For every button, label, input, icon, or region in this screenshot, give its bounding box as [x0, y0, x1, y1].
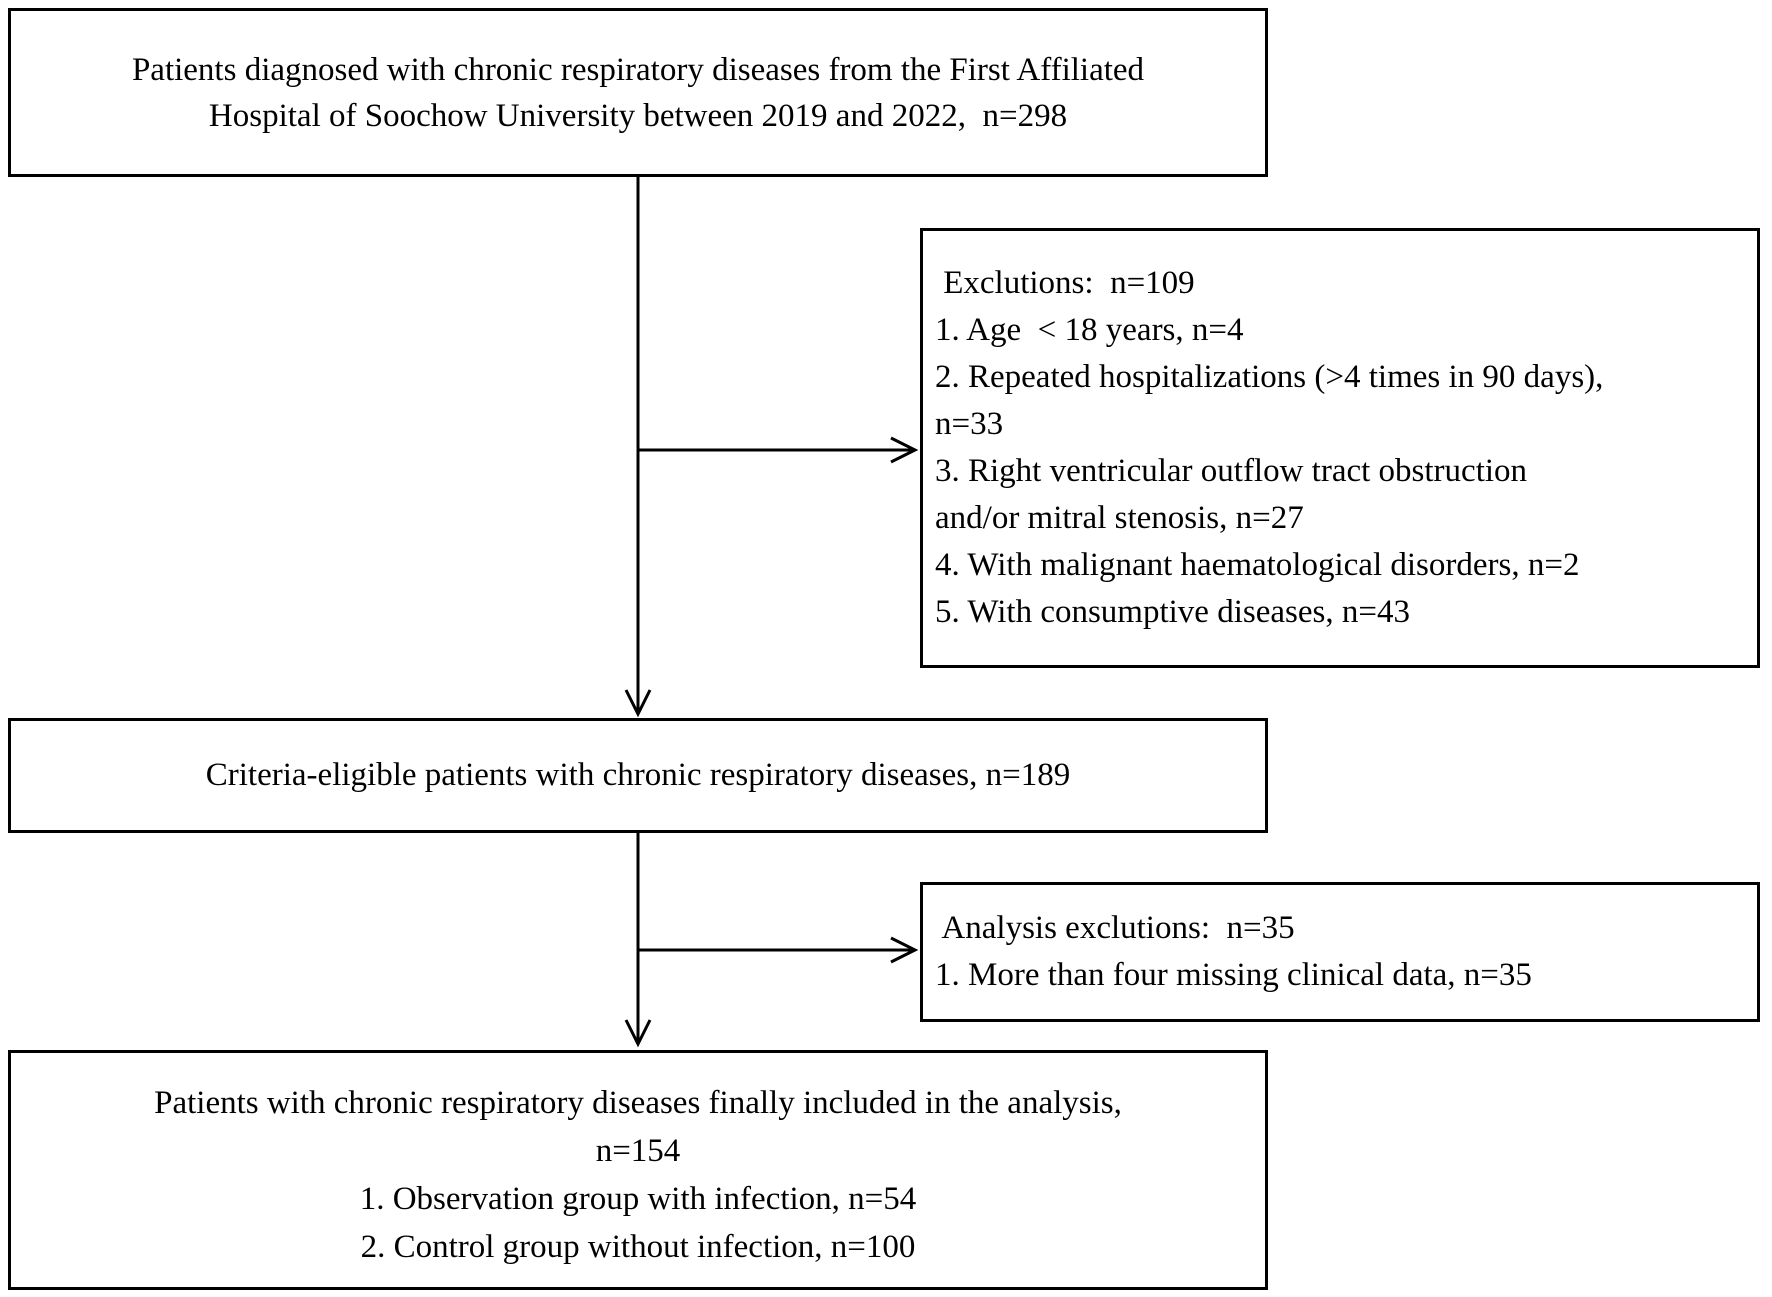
exclusions-item: 5. With consumptive diseases, n=43 — [935, 594, 1410, 630]
analysis-exclusions-item: 1. More than four missing clinical data,… — [935, 957, 1532, 993]
enrollment-box: Patients diagnosed with chronic respirat… — [8, 8, 1268, 177]
exclusions-item-continuation: and/or mitral stenosis, n=27 — [935, 500, 1304, 536]
final-inclusion-box: Patients with chronic respiratory diseas… — [8, 1050, 1268, 1290]
final-line: n=154 — [595, 1133, 681, 1169]
eligible-line: Criteria-eligible patients with chronic … — [205, 757, 1071, 793]
enrollment-line: Patients diagnosed with chronic respirat… — [131, 51, 1145, 88]
final-group-item: 1. Observation group with infection, n=5… — [359, 1181, 917, 1217]
analysis-exclusions-box: Analysis exclutions: n=35 1. More than f… — [920, 882, 1760, 1022]
exclusions-title: Exclutions: n=109 — [935, 265, 1195, 301]
exclusions-item-continuation: n=33 — [935, 406, 1004, 442]
final-line: Patients with chronic respiratory diseas… — [154, 1085, 1122, 1121]
arrow-down-enrollment-to-eligible-icon — [624, 177, 652, 718]
eligible-box: Criteria-eligible patients with chronic … — [8, 718, 1268, 833]
arrow-right-to-exclusions-icon — [638, 436, 919, 464]
exclusions-item: 3. Right ventricular outflow tract obstr… — [935, 453, 1528, 489]
analysis-exclusions-title: Analysis exclutions: n=35 — [935, 910, 1295, 946]
arrow-down-eligible-to-final-icon — [624, 833, 652, 1048]
exclusions-item: 4. With malignant haematological disorde… — [935, 547, 1580, 583]
exclusions-item: 2. Repeated hospitalizations (>4 times i… — [935, 359, 1604, 395]
final-group-item: 2. Control group without infection, n=10… — [360, 1229, 916, 1265]
exclusions-box: Exclutions: n=109 1. Age < 18 years, n=4… — [920, 228, 1760, 668]
arrow-right-to-analysis-exclusions-icon — [638, 936, 919, 964]
exclusions-item: 1. Age < 18 years, n=4 — [935, 312, 1244, 348]
enrollment-line: Hospital of Soochow University between 2… — [208, 97, 1068, 134]
